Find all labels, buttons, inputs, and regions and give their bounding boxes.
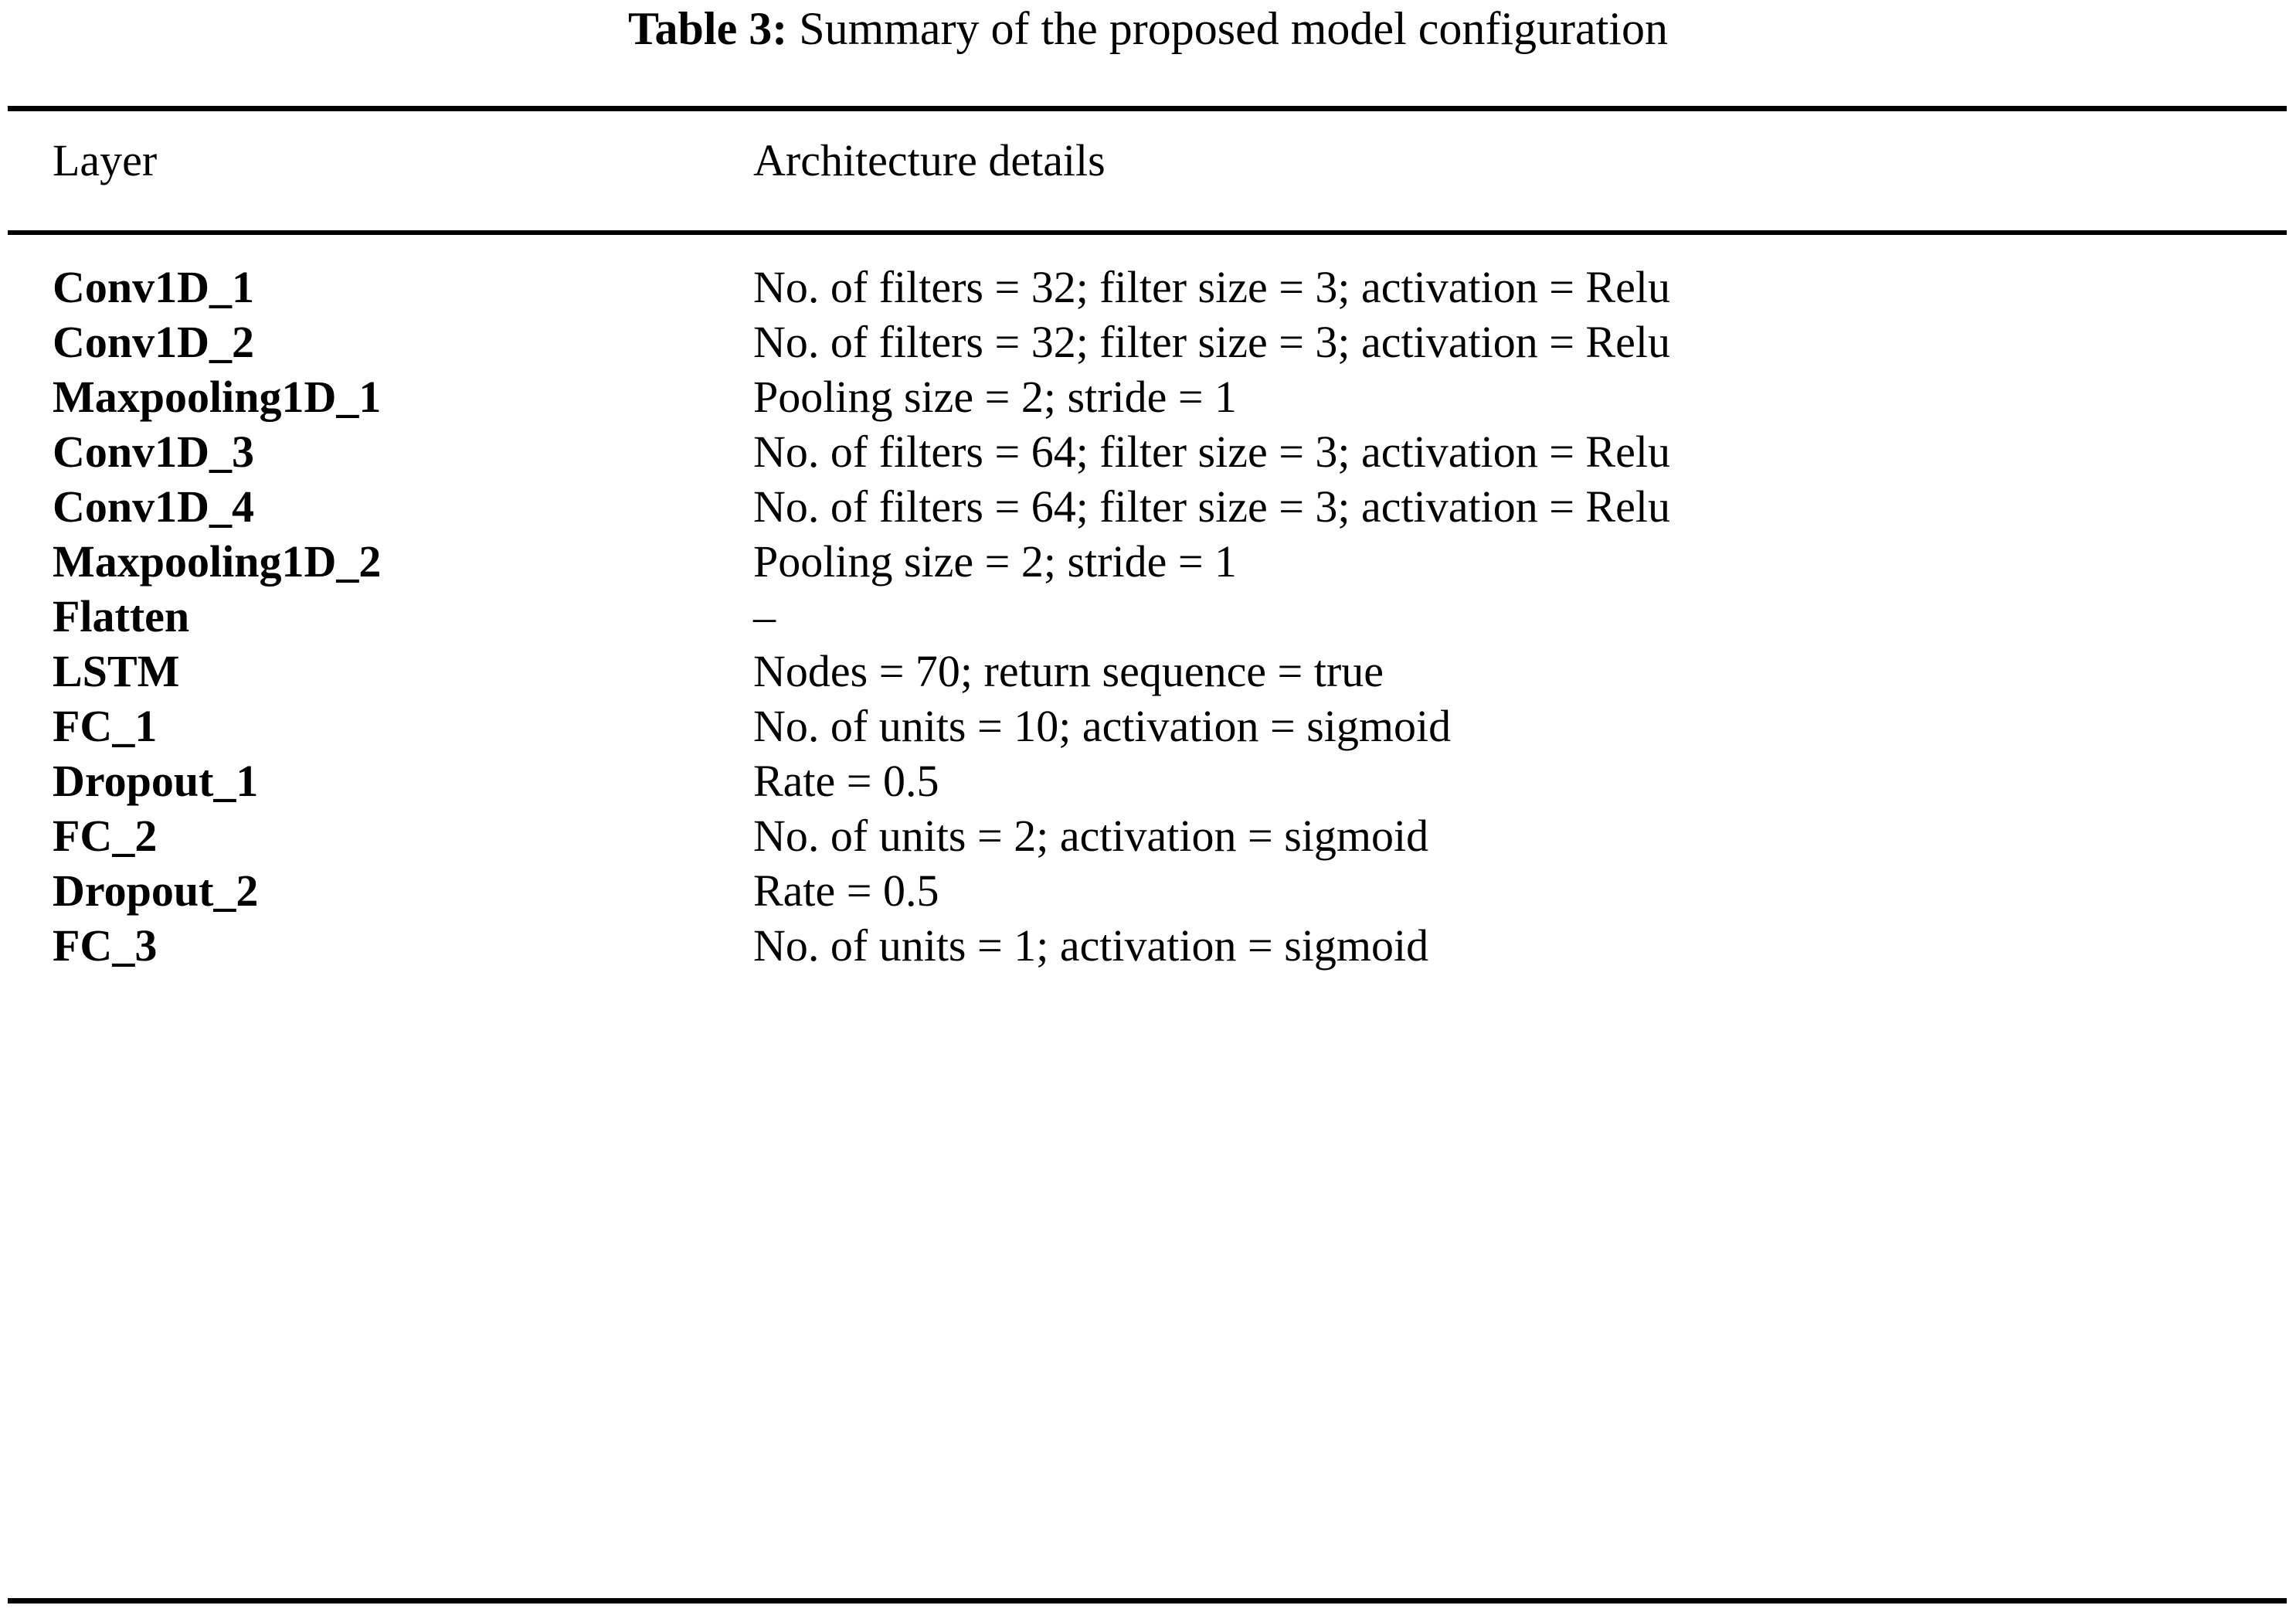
cell-layer: FC_1 (53, 701, 158, 751)
table-row: Dropout_1 Rate = 0.5 (0, 753, 2296, 808)
cell-layer: Maxpooling1D_1 (53, 372, 382, 422)
cell-architecture-details: No. of filters = 32; filter size = 3; ac… (753, 317, 1670, 367)
cell-layer: Dropout_1 (53, 756, 259, 806)
cell-architecture-details: No. of units = 10; activation = sigmoid (753, 701, 1452, 751)
table-row: Dropout_2 Rate = 0.5 (0, 863, 2296, 918)
table-row: Conv1D_2 No. of filters = 32; filter size… (0, 315, 2296, 369)
table-caption-text: Summary of the proposed model configurat… (799, 3, 1668, 54)
cell-layer: Conv1D_2 (53, 317, 255, 367)
column-header-architecture-details: Architecture details (753, 135, 1106, 185)
cell-architecture-details: No. of filters = 64; filter size = 3; ac… (753, 481, 1670, 532)
table-row: Maxpooling1D_1 Pooling size = 2; stride =… (0, 369, 2296, 424)
table-header-rule (8, 230, 2287, 235)
column-header-layer: Layer (53, 135, 158, 185)
cell-architecture-details: No. of units = 1; activation = sigmoid (753, 920, 1429, 971)
cell-layer: Dropout_2 (53, 866, 259, 916)
table-row: Conv1D_1 No. of filters = 32; filter size… (0, 260, 2296, 315)
cell-layer: Conv1D_1 (53, 262, 255, 312)
table-bottom-rule (8, 1598, 2287, 1603)
table-row: Conv1D_4 No. of filters = 64; filter size… (0, 479, 2296, 534)
cell-architecture-details: No. of filters = 32; filter size = 3; ac… (753, 262, 1670, 312)
table-row: Maxpooling1D_2 Pooling size = 2; stride =… (0, 534, 2296, 589)
table-caption: Table 3: Summary of the proposed model c… (0, 2, 2296, 56)
cell-architecture-details: Pooling size = 2; stride = 1 (753, 372, 1238, 422)
cell-architecture-details: No. of filters = 64; filter size = 3; ac… (753, 427, 1670, 477)
cell-layer: Flatten (53, 591, 190, 641)
table-top-rule (8, 106, 2287, 111)
cell-architecture-details: – (753, 591, 776, 641)
cell-layer: Maxpooling1D_2 (53, 536, 382, 587)
cell-architecture-details: Nodes = 70; return sequence = true (753, 646, 1384, 696)
cell-architecture-details: Pooling size = 2; stride = 1 (753, 536, 1238, 587)
cell-architecture-details: Rate = 0.5 (753, 866, 939, 916)
cell-layer: FC_2 (53, 811, 158, 861)
table-row: FC_1 No. of units = 10; activation = sigm… (0, 699, 2296, 753)
table-caption-label: Table 3: (628, 3, 788, 54)
table-row: LSTM Nodes = 70; return sequence = true (0, 644, 2296, 699)
cell-layer: LSTM (53, 646, 180, 696)
table-row: Conv1D_3 No. of filters = 64; filter size… (0, 424, 2296, 479)
cell-layer: Conv1D_4 (53, 481, 255, 532)
cell-architecture-details: No. of units = 2; activation = sigmoid (753, 811, 1429, 861)
table-row: FC_2 No. of units = 2; activation = sigmo… (0, 808, 2296, 863)
cell-layer: Conv1D_3 (53, 427, 255, 477)
cell-layer: FC_3 (53, 920, 158, 971)
table-header-row: Layer Architecture details (0, 133, 2296, 188)
table-row: FC_3 No. of units = 1; activation = sigmo… (0, 918, 2296, 973)
table-row: Flatten – (0, 589, 2296, 644)
cell-architecture-details: Rate = 0.5 (753, 756, 939, 806)
